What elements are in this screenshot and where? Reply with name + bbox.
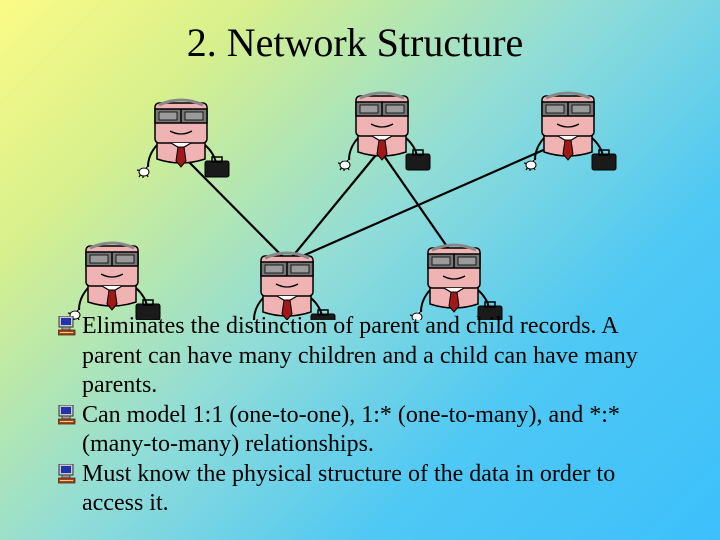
businessman-icon xyxy=(408,243,504,320)
bullet-item: Must know the physical structure of the … xyxy=(58,460,658,519)
bullet-text: Must know the physical structure of the … xyxy=(82,460,616,517)
computer-icon xyxy=(58,463,76,483)
link-line xyxy=(379,149,456,259)
businessman-icon xyxy=(522,91,618,173)
person-node-top-left xyxy=(135,98,231,180)
network-diagram xyxy=(66,91,618,320)
businessman-icon xyxy=(241,251,337,320)
person-node-top-right xyxy=(522,91,618,173)
businessman-icon xyxy=(66,241,162,320)
person-node-bottom-center xyxy=(241,251,337,320)
link-line xyxy=(181,154,289,263)
bullet-list: Eliminates the distinction of parent and… xyxy=(58,312,658,519)
link-line xyxy=(297,146,549,260)
slide-title: 2. Network Structure xyxy=(186,20,524,65)
computer-icon xyxy=(58,316,76,336)
computer-icon xyxy=(58,404,76,424)
link-line xyxy=(287,149,381,263)
person-node-bottom-left xyxy=(66,241,162,320)
person-node-bottom-right xyxy=(408,243,504,320)
bullet-text: Can model 1:1 (one-to-one), 1:* (one-to-… xyxy=(82,401,620,458)
bullet-item: Can model 1:1 (one-to-one), 1:* (one-to-… xyxy=(58,401,658,460)
person-node-top-center xyxy=(336,91,432,173)
bullet-item: Eliminates the distinction of parent and… xyxy=(58,312,658,401)
businessman-icon xyxy=(336,91,432,173)
businessman-icon xyxy=(135,98,231,180)
bullet-text: Eliminates the distinction of parent and… xyxy=(82,313,638,398)
